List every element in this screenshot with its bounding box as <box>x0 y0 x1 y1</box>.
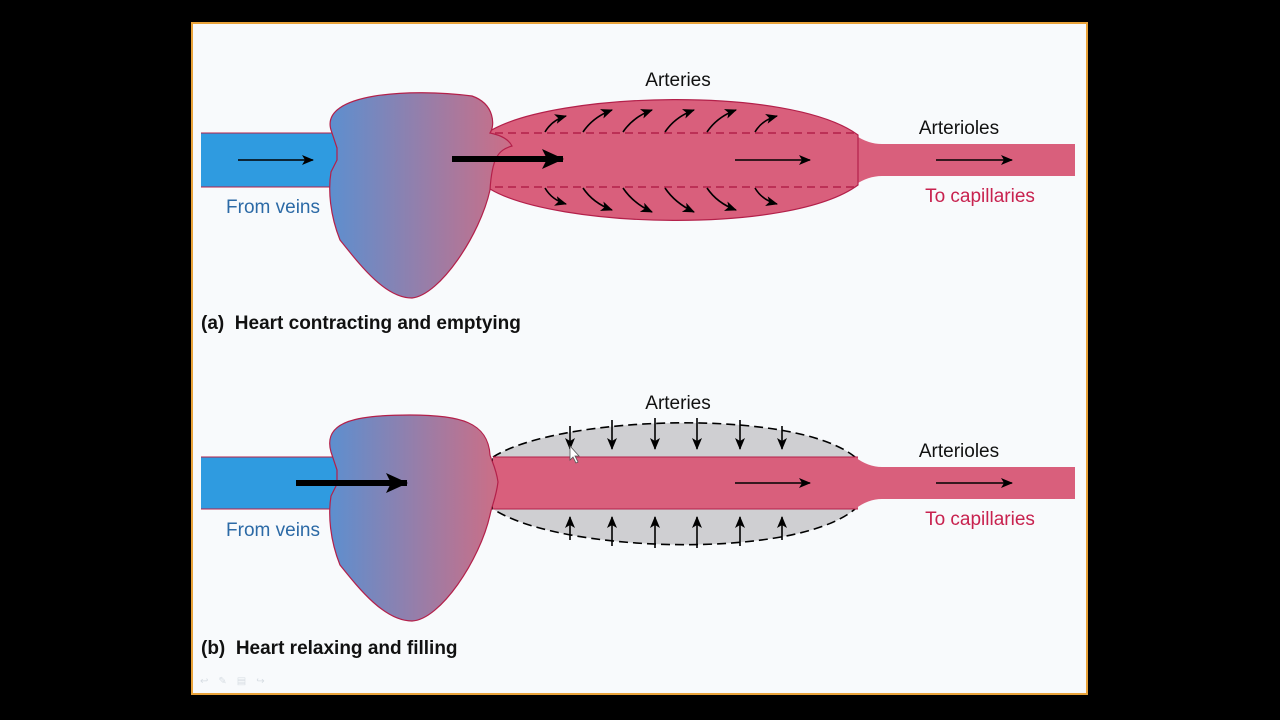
to-capillaries-label-a: To capillaries <box>925 186 1035 207</box>
wall-expansion-arrows-a <box>544 109 778 213</box>
back-icon[interactable]: ↩ <box>200 676 209 687</box>
arterioles-label-a: Arterioles <box>919 118 999 139</box>
mouse-cursor <box>569 444 580 464</box>
panel-a: Arteries Arterioles From veins To capill… <box>201 70 1075 334</box>
next-icon[interactable]: ↪ <box>256 676 265 687</box>
from-veins-label-b: From veins <box>226 520 320 541</box>
heart-b <box>329 414 499 622</box>
artery-distended-a <box>489 99 859 221</box>
arteries-label-b: Arteries <box>645 393 710 414</box>
wall-recoil-arrows-b <box>565 418 787 548</box>
caption-b: (b) Heart relaxing and filling <box>201 638 458 659</box>
panel-b: Arteries Arterioles From veins To capill… <box>201 393 1075 659</box>
to-capillaries-label-b: To capillaries <box>925 509 1035 530</box>
arteries-label-a: Arteries <box>645 70 710 91</box>
arterioles-label-b: Arterioles <box>919 441 999 462</box>
pen-icon[interactable]: ✎ <box>218 676 227 687</box>
caption-a: (a) Heart contracting and emptying <box>201 313 521 334</box>
from-veins-label-a: From veins <box>226 197 320 218</box>
heart-a <box>329 92 513 299</box>
menu-icon[interactable]: ▤ <box>236 676 247 687</box>
slide-controls[interactable]: ↩ ✎ ▤ ↪ <box>200 676 265 690</box>
